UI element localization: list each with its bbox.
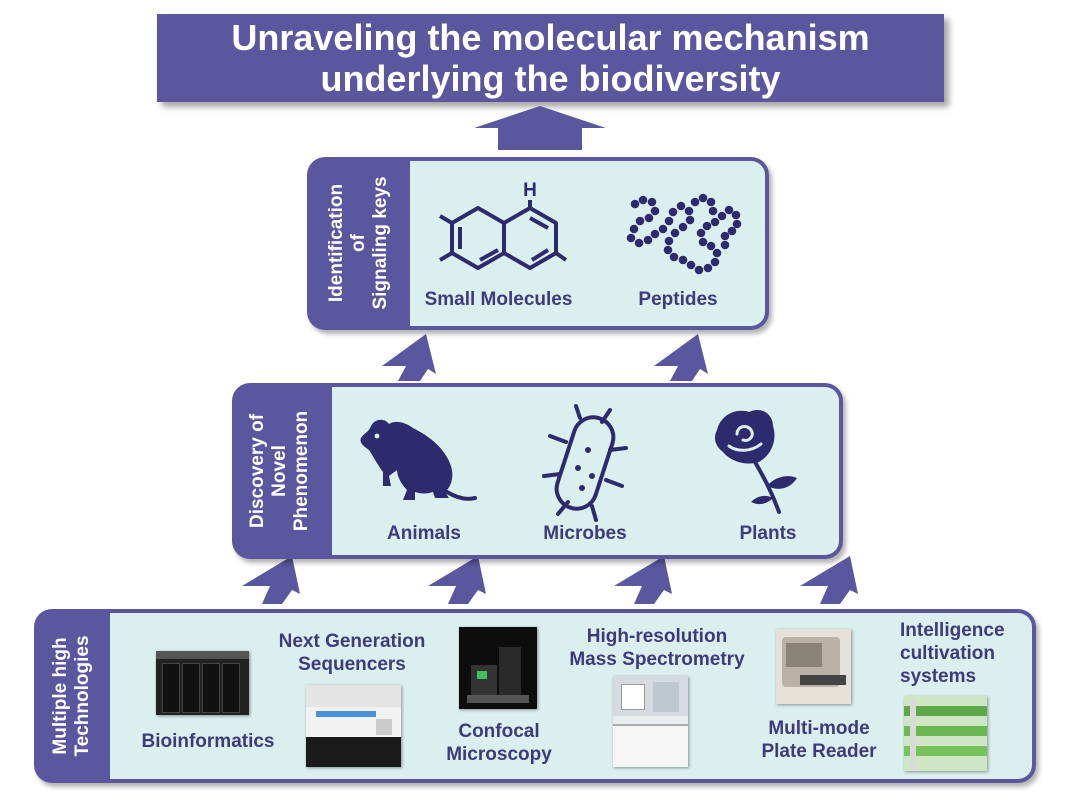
tier-side-label: Multiple high Technologies	[50, 635, 93, 757]
bacterium-icon	[542, 404, 628, 522]
up-arrow-icon	[614, 556, 672, 604]
tech-label-ngs: Next Generation Sequencers	[278, 631, 426, 675]
item-label-plants: Plants	[739, 523, 797, 544]
item-label-microbes: Microbes	[543, 523, 627, 544]
up-arrow-icon	[800, 556, 858, 604]
hydrogen-atom-label: H	[523, 180, 537, 201]
tier-signaling-keys: Identification of Signaling keys	[307, 157, 769, 330]
up-arrow-icon	[654, 334, 708, 381]
item-label-peptides: Peptides	[638, 289, 718, 310]
tech-label-plate-reader: Multi-mode Plate Reader	[761, 718, 877, 762]
tier-side-label: Identification of Signaling keys	[326, 176, 391, 310]
item-label-small-molecules: Small Molecules	[424, 289, 573, 310]
bioinformatics-servers-image	[156, 651, 249, 715]
tier-novel-phenomenon: Discovery of Novel Phenomenon	[232, 383, 843, 559]
tech-label-bioinformatics: Bioinformatics	[141, 731, 275, 752]
tech-label-confocal: Confocal Microscopy	[446, 721, 552, 765]
up-arrow-icon	[242, 556, 300, 604]
title-line-2: underlying the biodiversity	[320, 58, 781, 99]
cultivation-system-image	[904, 696, 987, 771]
tech-label-mass-spec: High-resolution Mass Spectrometry	[569, 626, 745, 670]
title-line-1: Unraveling the molecular mechanism	[231, 17, 870, 58]
sequencer-image	[306, 685, 401, 767]
up-arrow-icon	[474, 106, 606, 150]
confocal-microscope-image	[459, 627, 537, 709]
rose-icon	[715, 409, 797, 514]
tier-panel	[110, 613, 1032, 779]
item-label-animals: Animals	[387, 523, 461, 544]
mass-spectrometer-image	[613, 676, 688, 767]
plate-reader-image	[776, 629, 851, 704]
tier-side-label: Discovery of Novel Phenomenon	[247, 410, 312, 532]
naphthalene-icon: H	[438, 180, 568, 270]
title-banner: Unraveling the molecular mechanism under…	[157, 14, 944, 102]
rat-icon	[360, 419, 477, 501]
tech-label-cultivation: Intelligence cultivation systems	[900, 620, 1005, 687]
up-arrow-icon	[428, 556, 486, 604]
up-arrow-icon	[382, 334, 436, 381]
peptide-chain-icon	[626, 193, 742, 275]
